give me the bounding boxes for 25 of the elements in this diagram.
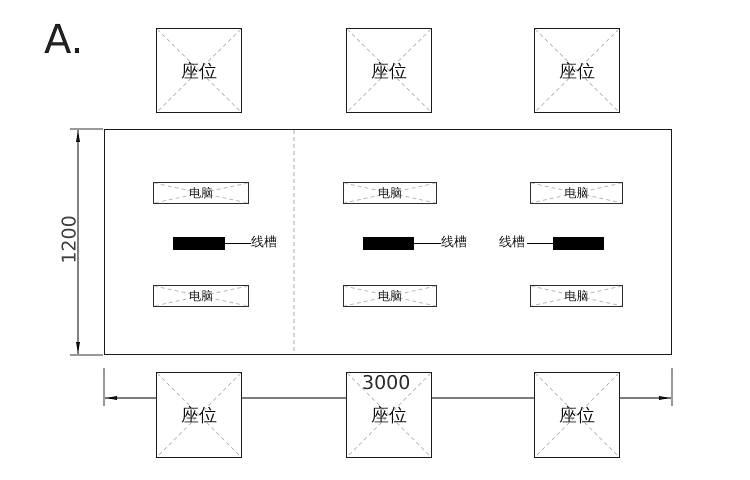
- computer-label: 电脑: [378, 288, 402, 304]
- trough-label: 线槽: [251, 236, 281, 252]
- computer-label: 电脑: [378, 184, 402, 202]
- leader-line: [414, 243, 442, 244]
- seat-label: 座位: [181, 60, 217, 82]
- seat-label: 座位: [181, 404, 217, 427]
- title-label: A.: [44, 20, 84, 60]
- trough-label: 线槽: [441, 236, 471, 252]
- seat-label: 座位: [559, 404, 595, 427]
- leader-line: [224, 243, 252, 244]
- seat-label: 座位: [559, 60, 595, 82]
- cable-trough-bar: [553, 237, 604, 250]
- trough-label: 线槽: [499, 236, 527, 252]
- table-outline: [104, 129, 672, 355]
- computer-label: 电脑: [189, 184, 213, 202]
- dimension-label: 3000: [362, 374, 410, 393]
- seat-label: 座位: [371, 60, 407, 82]
- computer-label: 电脑: [564, 288, 588, 304]
- cable-trough-bar: [173, 237, 225, 250]
- seat-label: 座位: [371, 404, 407, 427]
- cable-trough-bar: [363, 237, 414, 250]
- dimension-label: 1200: [60, 215, 80, 264]
- leader-line: [526, 243, 554, 244]
- computer-label: 电脑: [189, 288, 213, 304]
- computer-label: 电脑: [564, 184, 588, 202]
